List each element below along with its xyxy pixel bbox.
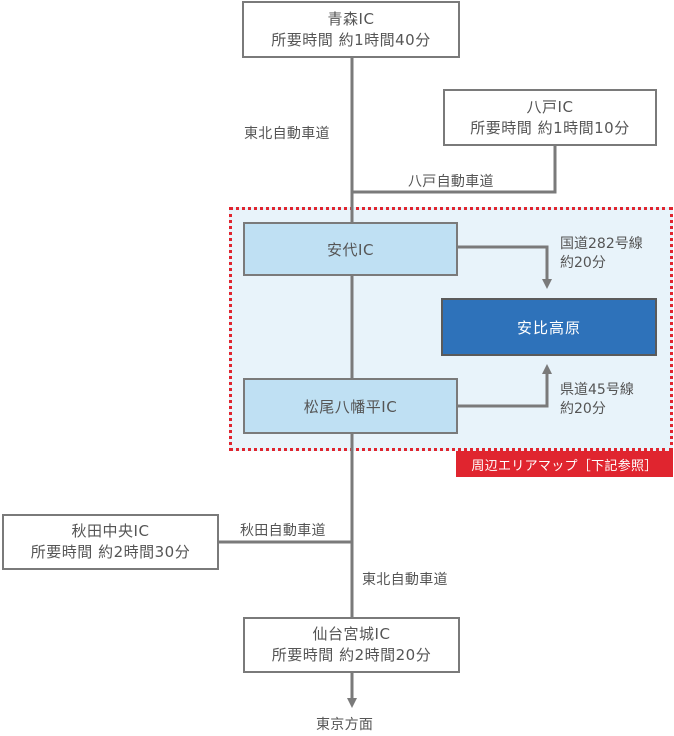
route282-name: 国道282号線	[560, 236, 643, 252]
aomori-ic-name: 青森IC	[327, 9, 375, 28]
akita-expressway-label: 秋田自動車道	[240, 523, 326, 539]
aomori-ic-time: 所要時間 約1時間40分	[271, 30, 431, 49]
ashiro-ic-box: 安代IC	[243, 222, 458, 276]
route282-time: 約20分	[560, 255, 606, 271]
appi-kogen-name: 安比高原	[516, 318, 581, 337]
sendai-miyagi-ic-box: 仙台宮城IC 所要時間 約2時間20分	[243, 617, 460, 673]
tokyo-direction-label: 東京方面	[316, 717, 374, 733]
hachinohe-ic-box: 八戸IC 所要時間 約1時間10分	[443, 89, 657, 146]
aomori-ic-box: 青森IC 所要時間 約1時間40分	[242, 1, 460, 58]
appi-kogen-box: 安比高原	[441, 298, 657, 356]
tohoku-expressway-lower-label: 東北自動車道	[362, 572, 448, 588]
area-map-label-text: 周辺エリアマップ［下記参照］	[471, 458, 658, 474]
akita-chuo-ic-name: 秋田中央IC	[71, 522, 150, 540]
route282-label: 国道282号線 約20分	[560, 235, 643, 273]
hachinohe-ic-name: 八戸IC	[526, 97, 574, 116]
hachinohe-ic-time: 所要時間 約1時間10分	[470, 118, 630, 137]
route45-time: 約20分	[560, 401, 606, 417]
area-map-label: 周辺エリアマップ［下記参照］	[456, 451, 673, 477]
route45-arrow	[458, 364, 552, 408]
matsuo-hachimantai-ic-name: 松尾八幡平IC	[303, 397, 398, 416]
matsuo-hachimantai-ic-box: 松尾八幡平IC	[243, 378, 458, 434]
sendai-miyagi-ic-time: 所要時間 約2時間20分	[271, 646, 432, 664]
sendai-miyagi-ic-name: 仙台宮城IC	[312, 625, 391, 643]
route282-arrow	[458, 245, 552, 289]
hachinohe-branch	[352, 145, 557, 194]
akita-chuo-ic-box: 秋田中央IC 所要時間 約2時間30分	[2, 514, 219, 570]
hachinohe-expressway-label: 八戸自動車道	[408, 174, 494, 190]
route45-name: 県道45号線	[560, 382, 634, 398]
ashiro-ic-name: 安代IC	[327, 240, 374, 259]
tohoku-expressway-upper-label: 東北自動車道	[244, 126, 330, 142]
akita-chuo-ic-time: 所要時間 約2時間30分	[30, 543, 191, 561]
route45-label: 県道45号線 約20分	[560, 381, 634, 419]
